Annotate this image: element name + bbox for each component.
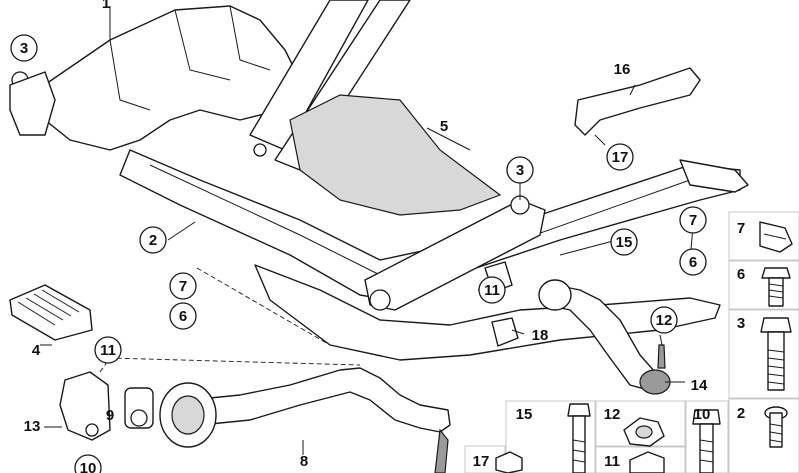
callout-3-left — [10, 34, 38, 62]
callout-6-left-text: 6 — [179, 308, 187, 325]
fastener-bottom-row — [464, 400, 729, 473]
bottom-label-17: 17 — [473, 453, 490, 470]
nut-icon — [629, 451, 665, 473]
callout-12-text: 12 — [656, 312, 673, 329]
bottom-label-10: 10 — [694, 406, 711, 423]
callout-6-right-text: 6 — [689, 254, 697, 271]
screw-icon — [764, 406, 788, 448]
hex-bolt-long-icon — [760, 317, 792, 391]
callout-3-right — [506, 156, 534, 184]
rubber-buffer — [491, 317, 519, 347]
callout-6-right — [679, 248, 707, 276]
callout-7-right — [679, 206, 707, 234]
sidebar-label-3: 3 — [737, 315, 745, 332]
callout-17 — [606, 143, 634, 171]
flange-bolt-icon — [692, 409, 721, 473]
sidebar-label-7: 7 — [737, 220, 745, 237]
plain-labels: 1 5 16 4 13 9 8 18 14 7 6 3 2 15 12 10 1… — [24, 0, 746, 470]
small-nut-icon — [495, 451, 523, 473]
front-axle-carrier — [9, 0, 749, 361]
callouts: 3 2 3 15 7 6 7 6 11 12 11 17 10 — [10, 34, 707, 473]
callout-10 — [74, 454, 102, 473]
hex-nut-icon — [623, 417, 665, 447]
sidebar-label-6: 6 — [737, 266, 745, 283]
label-18: 18 — [532, 327, 549, 344]
fastener-sidebar — [728, 211, 799, 473]
callout-11-center — [478, 276, 506, 304]
label-16: 16 — [614, 61, 631, 78]
callout-2-text: 2 — [149, 232, 157, 249]
long-bolt-icon — [567, 403, 591, 473]
callout-3-right-text: 3 — [516, 162, 524, 179]
callout-11-center-text: 11 — [484, 282, 500, 299]
label-13: 13 — [24, 418, 41, 435]
callout-12 — [650, 306, 678, 334]
callout-15 — [610, 228, 638, 256]
rubber-pad — [9, 284, 93, 341]
support-bracket — [574, 67, 701, 136]
label-5: 5 — [440, 118, 448, 135]
sidebar-label-2: 2 — [737, 405, 745, 422]
label-9: 9 — [106, 407, 114, 424]
bottom-label-15: 15 — [516, 406, 533, 423]
callout-7-left — [169, 272, 197, 300]
label-4: 4 — [32, 342, 41, 359]
hex-bolt-short-icon — [761, 267, 791, 307]
clip-nut-icon — [759, 221, 793, 253]
callout-15-text: 15 — [616, 234, 633, 251]
bottom-label-11: 11 — [604, 453, 620, 470]
wishbone-left — [159, 367, 451, 473]
callout-11-left-text: 11 — [100, 342, 116, 359]
label-8: 8 — [300, 453, 308, 470]
callout-3-left-text: 3 — [20, 40, 28, 57]
callout-6-left — [169, 302, 197, 330]
bracket-assembly — [59, 371, 154, 441]
callout-10-text: 10 — [80, 460, 97, 473]
callout-17-text: 17 — [612, 149, 629, 166]
callout-7-right-text: 7 — [689, 212, 697, 229]
callout-2 — [139, 226, 167, 254]
callout-7-left-text: 7 — [179, 278, 187, 295]
bottom-label-12: 12 — [604, 406, 621, 423]
label-1: 1 — [102, 0, 110, 12]
callout-11-left — [94, 336, 122, 364]
label-14: 14 — [691, 377, 708, 394]
